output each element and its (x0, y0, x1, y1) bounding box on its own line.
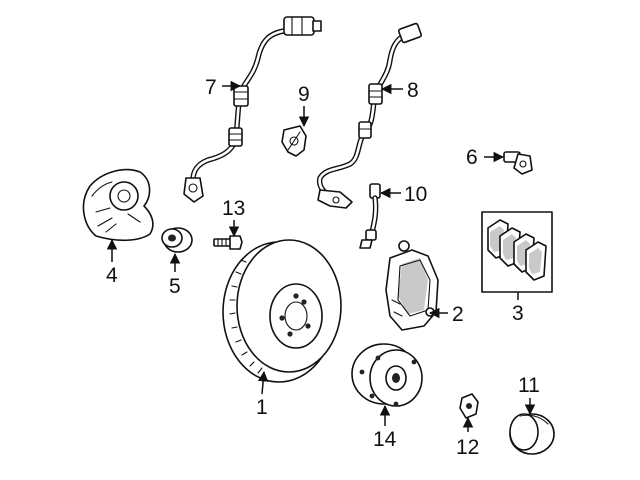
part-8-speed-sensor-cable[interactable] (316, 22, 423, 209)
part-4-splash-shield[interactable] (82, 168, 154, 242)
part-7-speed-sensor-cable[interactable] (183, 16, 322, 203)
part-13-bolt[interactable] (213, 235, 243, 250)
callout-9: 9 (298, 83, 310, 106)
part-14-wheel-hub[interactable] (351, 343, 423, 407)
callout-8: 8 (407, 79, 419, 102)
callout-4: 4 (106, 264, 118, 287)
part-9-bracket[interactable] (281, 125, 307, 157)
callout-13: 13 (222, 197, 245, 220)
part-1-brake-rotor[interactable] (222, 239, 342, 383)
callout-leaders (106, 80, 536, 432)
callout-5: 5 (169, 275, 181, 298)
part-11-dust-cap[interactable] (509, 413, 555, 455)
callout-12: 12 (456, 436, 479, 459)
part-5-spacer[interactable] (161, 227, 193, 253)
callout-3: 3 (512, 302, 524, 325)
part-6-wear-sensor[interactable] (503, 151, 533, 175)
part-10-brake-hose[interactable] (359, 183, 381, 249)
part-12-clip[interactable] (459, 393, 479, 419)
callout-2: 2 (452, 303, 464, 326)
callout-11: 11 (518, 374, 540, 397)
callout-1: 1 (256, 396, 268, 419)
part-2-brake-caliper[interactable] (385, 240, 439, 331)
callout-7: 7 (205, 76, 217, 99)
callout-10: 10 (404, 183, 427, 206)
callout-14: 14 (373, 428, 397, 451)
callout-6: 6 (466, 146, 478, 169)
part-3-brake-pads[interactable] (481, 211, 553, 293)
